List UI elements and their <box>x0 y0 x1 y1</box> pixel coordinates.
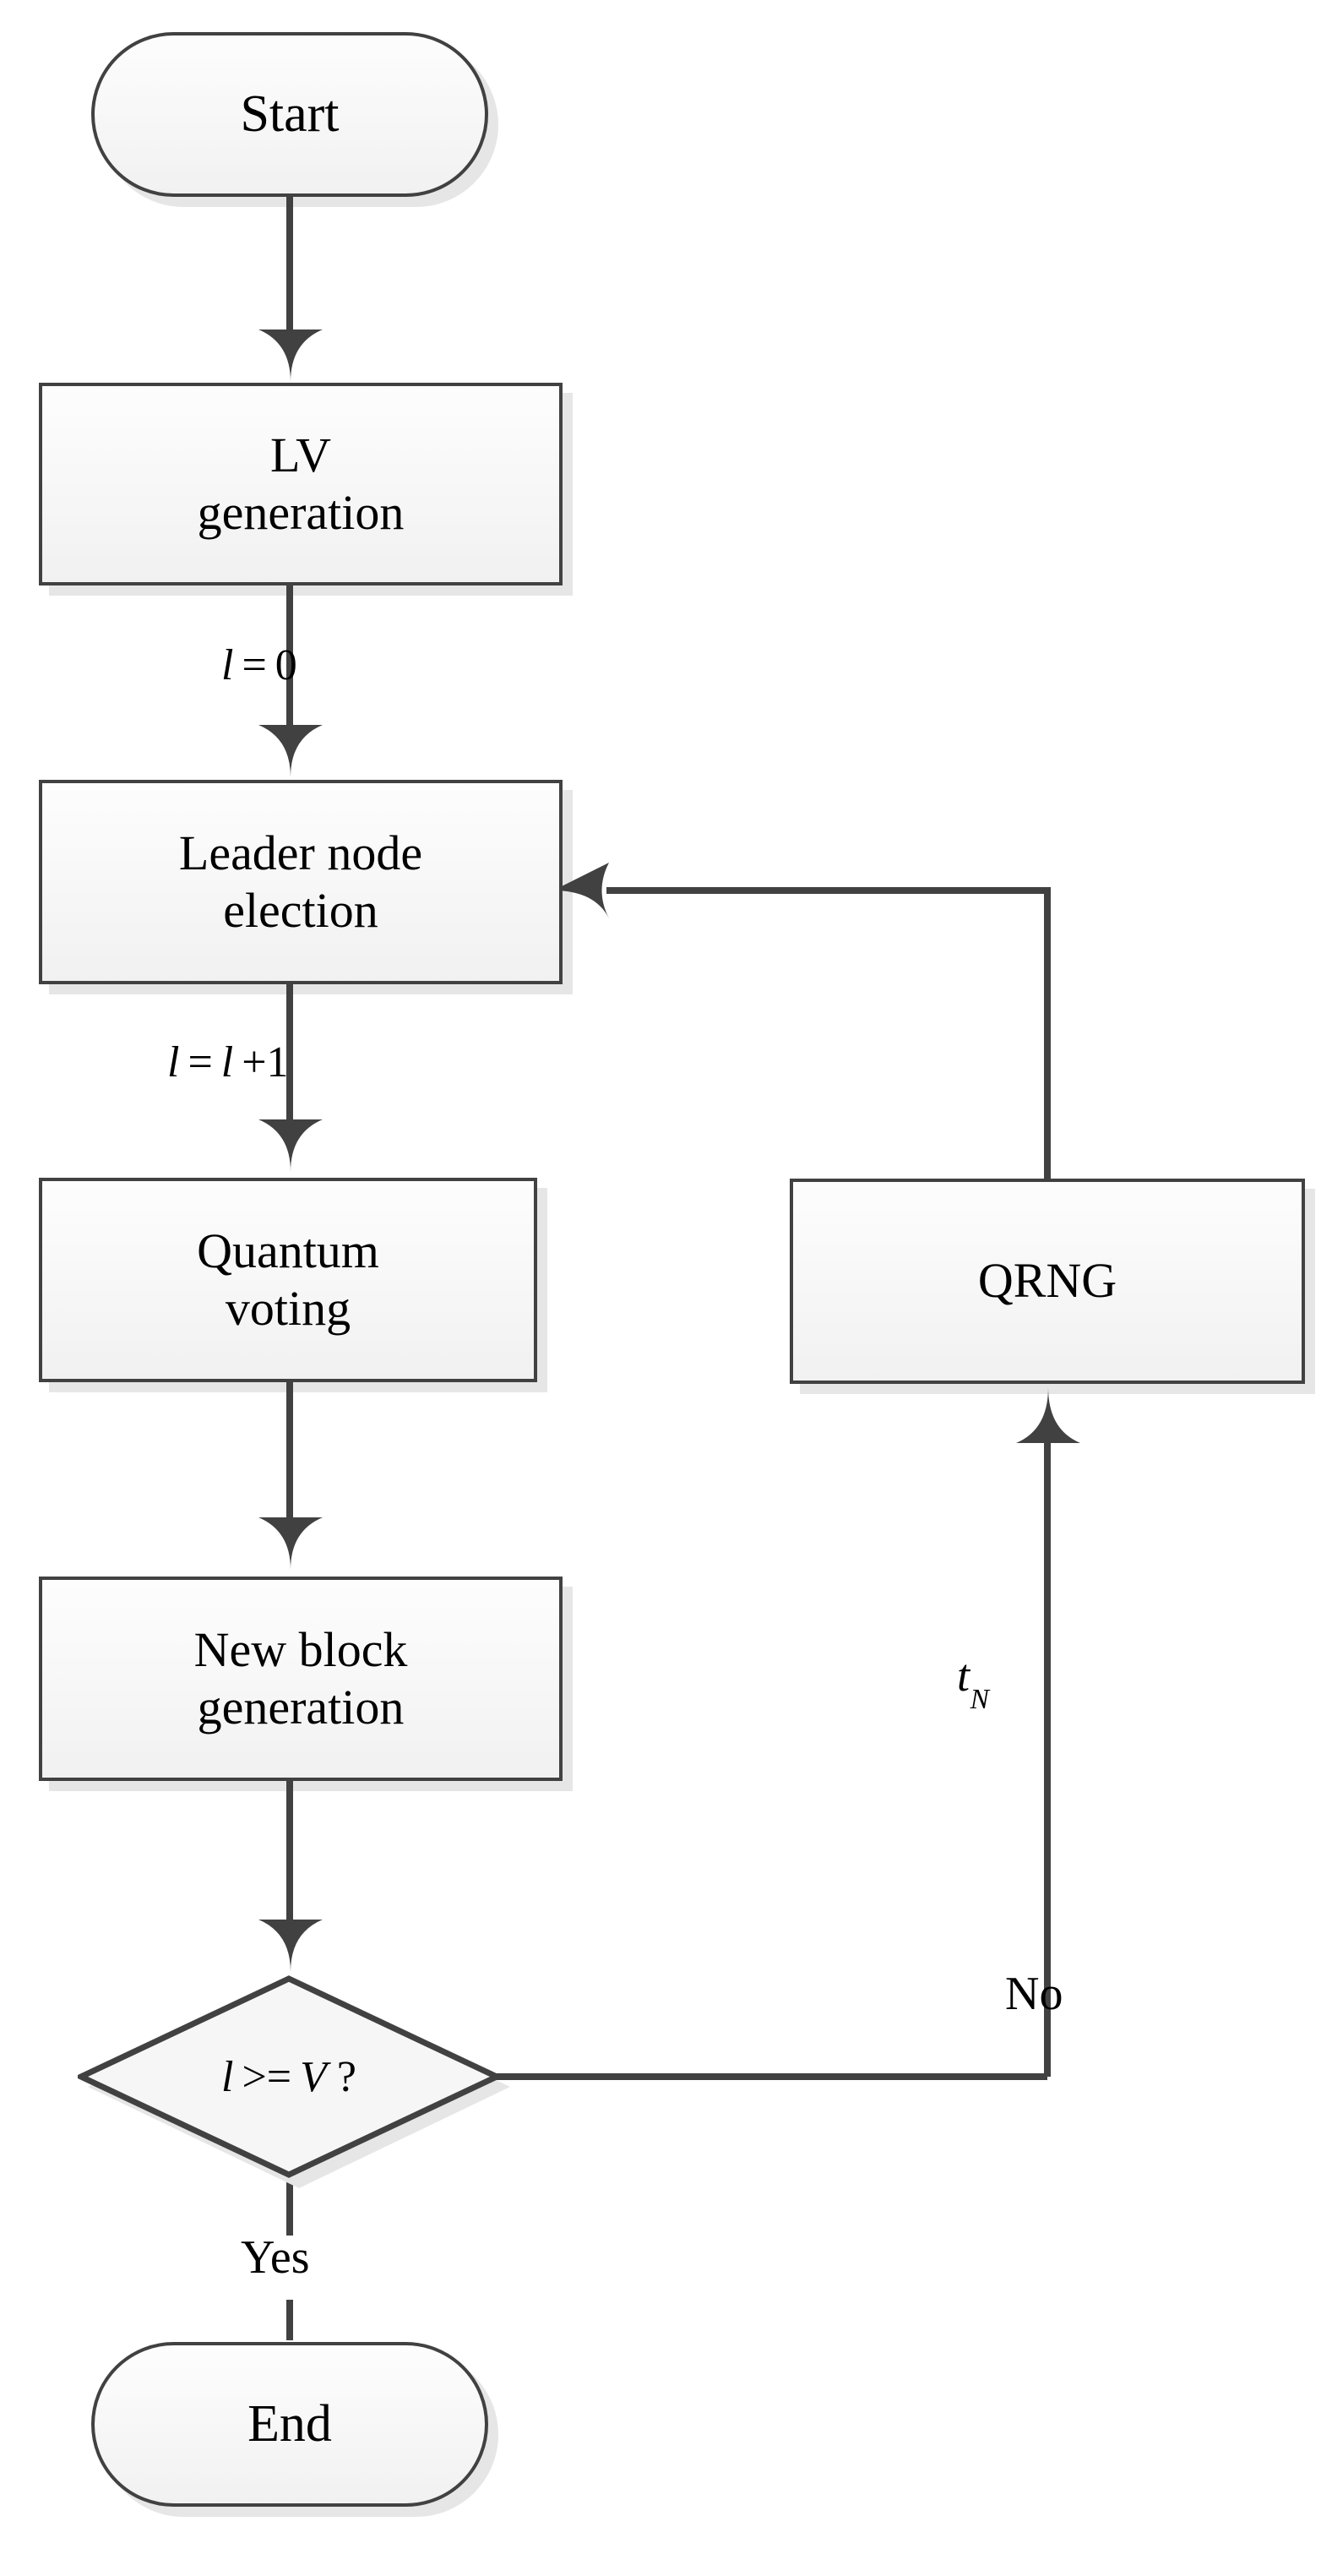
end-node[interactable]: End <box>91 2342 488 2507</box>
edge-block-to-decision-arrowhead <box>258 1920 323 1972</box>
lv-generation-node[interactable]: LV generation <box>39 383 563 585</box>
quantum-voting-node-label: Quantum voting <box>197 1223 379 1336</box>
edge-qrng-to-leader-hline <box>606 887 1047 894</box>
edge-label-init-value: 0 <box>275 641 297 689</box>
edge-label-init-eq: = <box>242 641 267 689</box>
edge-label-init-counter: l=0 <box>221 640 297 690</box>
edge-yes-branch-line <box>286 2175 293 2236</box>
edge-label-init-var: l <box>221 641 234 689</box>
edge-label-increment-counter: l=l+1 <box>167 1037 289 1087</box>
edge-voting-to-block-arrowhead <box>258 1517 323 1570</box>
end-node-label: End <box>247 2394 332 2453</box>
edge-start-to-lv-arrowhead <box>258 329 323 382</box>
decision-var-l: l <box>221 2052 234 2101</box>
edge-voting-to-block-line <box>286 1382 293 1534</box>
decision-node-label: l>=V? <box>78 1975 500 2178</box>
edge-no-branch-vline <box>1044 1441 1051 2077</box>
edge-label-branch-yes: Yes <box>241 2231 310 2284</box>
edge-leader-to-voting-arrowhead <box>258 1119 323 1172</box>
edge-qrng-to-leader-vline <box>1044 887 1051 1181</box>
qrng-node-label: QRNG <box>977 1253 1117 1309</box>
edge-label-increment-var: l <box>167 1038 180 1086</box>
leader-election-node[interactable]: Leader node election <box>39 780 563 984</box>
edge-label-increment-eq: = <box>188 1038 213 1086</box>
quantum-voting-node[interactable]: Quantum voting <box>39 1178 537 1382</box>
edge-lv-to-leader-arrowhead <box>258 725 323 777</box>
edge-label-branch-no: No <box>1005 1968 1063 2020</box>
decision-operator: >= <box>242 2052 292 2101</box>
edge-qrng-to-leader-arrowhead <box>553 863 609 918</box>
decision-node[interactable] <box>78 1975 500 2178</box>
edge-label-increment-plus: +1 <box>242 1038 289 1086</box>
decision-question-mark: ? <box>336 2052 356 2101</box>
edge-no-branch-hline <box>497 2073 1047 2080</box>
edge-leader-to-voting-line <box>286 984 293 1136</box>
qrng-node[interactable]: QRNG <box>790 1179 1305 1384</box>
leader-election-node-label: Leader node election <box>178 825 423 938</box>
new-block-node-label: New block generation <box>193 1621 408 1735</box>
lv-generation-node-label: LV generation <box>197 427 405 540</box>
new-block-node[interactable]: New block generation <box>39 1577 563 1781</box>
edge-label-timeout-var: t <box>957 1650 970 1701</box>
edge-start-to-lv-line <box>286 197 293 349</box>
edge-no-branch-arrowhead <box>1016 1387 1080 1443</box>
start-node-label: Start <box>240 84 340 143</box>
edge-lv-to-leader-line <box>286 585 293 742</box>
edge-block-to-decision-line <box>286 1781 293 1937</box>
edge-label-timeout: tN <box>957 1649 989 1715</box>
edge-label-increment-var2: l <box>220 1038 234 1086</box>
start-node[interactable]: Start <box>91 32 488 197</box>
decision-var-v: V <box>300 2052 327 2101</box>
edge-label-timeout-subscript: N <box>970 1683 989 1715</box>
edge-yes-branch-line-lower <box>286 2300 293 2340</box>
